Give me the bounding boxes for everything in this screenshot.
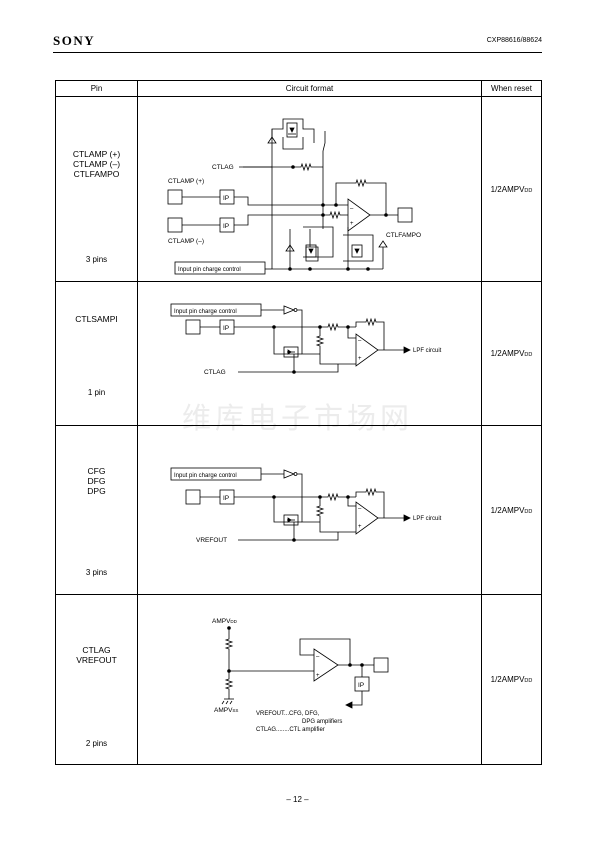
- header-circuit-format: Circuit format: [137, 80, 482, 97]
- label-ampvdd: AMPVDD: [212, 618, 238, 625]
- note-vrefout: VREFOUT...CFG, DFG,: [256, 711, 320, 717]
- pin-names: CTLAMP (+) CTLAMP (–) CTLFAMPO: [56, 149, 137, 179]
- brand-logo: SONY: [53, 33, 96, 48]
- reset-cell: 1/2AMPVDD: [481, 425, 542, 595]
- label-ctlamp-plus: CTLAMP (+): [168, 178, 204, 185]
- reset-value: 1/2AMPV: [490, 505, 525, 515]
- label-charge-control: Input pin charge control: [174, 309, 237, 315]
- label-ctlfampo: CTLFAMPO: [386, 232, 421, 239]
- table-row: CTLSAMPI 1 pin Input pin charge control …: [55, 281, 542, 426]
- pin-name: CTLSAMPI: [75, 314, 118, 324]
- header-pin: Pin: [55, 80, 138, 97]
- pin-count: 1 pin: [87, 388, 106, 397]
- svg-text:+: +: [358, 356, 362, 362]
- ip-label: IP: [223, 223, 229, 230]
- label-ref: CTLAG: [204, 369, 226, 376]
- label-charge-control: Input pin charge control: [178, 267, 241, 273]
- svg-text:+: +: [358, 524, 362, 530]
- label-ctlamp-minus: CTLAMP (–): [168, 238, 204, 245]
- pin-cell: CTLAG VREFOUT 2 pins: [55, 594, 138, 765]
- pin-names: CTLSAMPI: [56, 314, 137, 324]
- label-lpf-circuit: LPF circuit: [413, 348, 442, 354]
- reset-value-subscript: DD: [524, 678, 533, 684]
- svg-text:–: –: [350, 206, 354, 212]
- pin-cell: CTLAMP (+) CTLAMP (–) CTLFAMPO 3 pins: [55, 96, 138, 282]
- part-number: CXP88616/88624: [486, 37, 542, 44]
- ip-label: IP: [223, 195, 229, 202]
- header-rule: [53, 52, 542, 53]
- circuit-diagram-cfg: Input pin charge control IP – +: [170, 467, 442, 544]
- pin-names: CFG DFG DPG: [56, 466, 137, 496]
- circuit-diagram-ctlamp: CTLAG CTLAMP (+) IP IP CTLAMP (–): [167, 118, 421, 275]
- pin-circuit-table: Pin Circuit format When reset CTLAMP (+)…: [55, 80, 542, 765]
- circuit-cell: Input pin charge control IP – +: [137, 425, 482, 595]
- reset-value: 1/2AMPV: [490, 675, 525, 684]
- svg-text:–: –: [358, 506, 362, 512]
- note-dpg-amplifiers: DPG amplifiers: [302, 719, 342, 725]
- label-lpf-circuit: LPF circuit: [413, 516, 442, 522]
- pin-name: CTLAMP (–): [72, 159, 121, 169]
- pin-name: CTLAMP (+): [72, 149, 121, 159]
- pin-name: CTLAG: [82, 645, 111, 655]
- table-row: CTLAMP (+) CTLAMP (–) CTLFAMPO 3 pins: [55, 96, 542, 282]
- ip-label: IP: [223, 495, 229, 502]
- reset-value: 1/2AMPV: [490, 349, 525, 358]
- table-row: CFG DFG DPG 3 pins Input pin charge cont…: [55, 425, 542, 595]
- svg-text:+: +: [350, 221, 354, 227]
- reset-value-subscript: DD: [524, 187, 533, 194]
- ip-label: IP: [358, 682, 364, 689]
- reset-value-subscript: DD: [524, 352, 533, 358]
- label-ctlag: CTLAG: [212, 164, 234, 171]
- pin-count: 3 pins: [85, 255, 108, 264]
- pin-count: 3 pins: [85, 568, 108, 577]
- svg-text:+: +: [316, 673, 320, 679]
- table-header-row: Pin Circuit format When reset: [55, 80, 542, 97]
- circuit-cell: AMPVDD AMPVSS – + IP: [137, 594, 482, 765]
- reset-value-subscript: DD: [524, 508, 533, 515]
- pin-names: CTLAG VREFOUT: [56, 645, 137, 665]
- pin-name: CTLFAMPO: [73, 169, 120, 179]
- page-number: – 12 –: [286, 795, 309, 804]
- table-row: CTLAG VREFOUT 2 pins AMPVDD AMPVSS – +: [55, 594, 542, 765]
- pin-cell: CTLSAMPI 1 pin: [55, 281, 138, 426]
- pin-name: VREFOUT: [76, 655, 117, 665]
- label-charge-control: Input pin charge control: [174, 473, 237, 479]
- svg-text:–: –: [358, 338, 362, 344]
- reset-cell: 1/2AMPVDD: [481, 281, 542, 426]
- ip-label: IP: [223, 325, 229, 332]
- reset-value: 1/2AMPV: [490, 184, 525, 194]
- circuit-diagram-ctlsampi: Input pin charge control IP – +: [170, 303, 442, 376]
- circuit-cell: CTLAG CTLAMP (+) IP IP CTLAMP (–): [137, 96, 482, 282]
- pin-count: 2 pins: [85, 739, 108, 748]
- label-ref: VREFOUT: [196, 537, 227, 544]
- circuit-diagram-ctlag: AMPVDD AMPVSS – + IP: [212, 618, 389, 733]
- reset-cell: 1/2AMPVDD: [481, 96, 542, 282]
- pin-cell: CFG DFG DPG 3 pins: [55, 425, 138, 595]
- circuit-cell: Input pin charge control IP – +: [137, 281, 482, 426]
- pin-name: CFG: [87, 466, 106, 476]
- reset-cell: 1/2AMPVDD: [481, 594, 542, 765]
- pin-name: DPG: [87, 486, 106, 496]
- note-ctlag: CTLAG........CTL amplifier: [256, 727, 325, 733]
- label-ampvss: AMPVSS: [214, 707, 238, 714]
- header-when-reset: When reset: [481, 80, 542, 97]
- pin-name: DFG: [87, 476, 106, 486]
- svg-text:–: –: [316, 654, 320, 660]
